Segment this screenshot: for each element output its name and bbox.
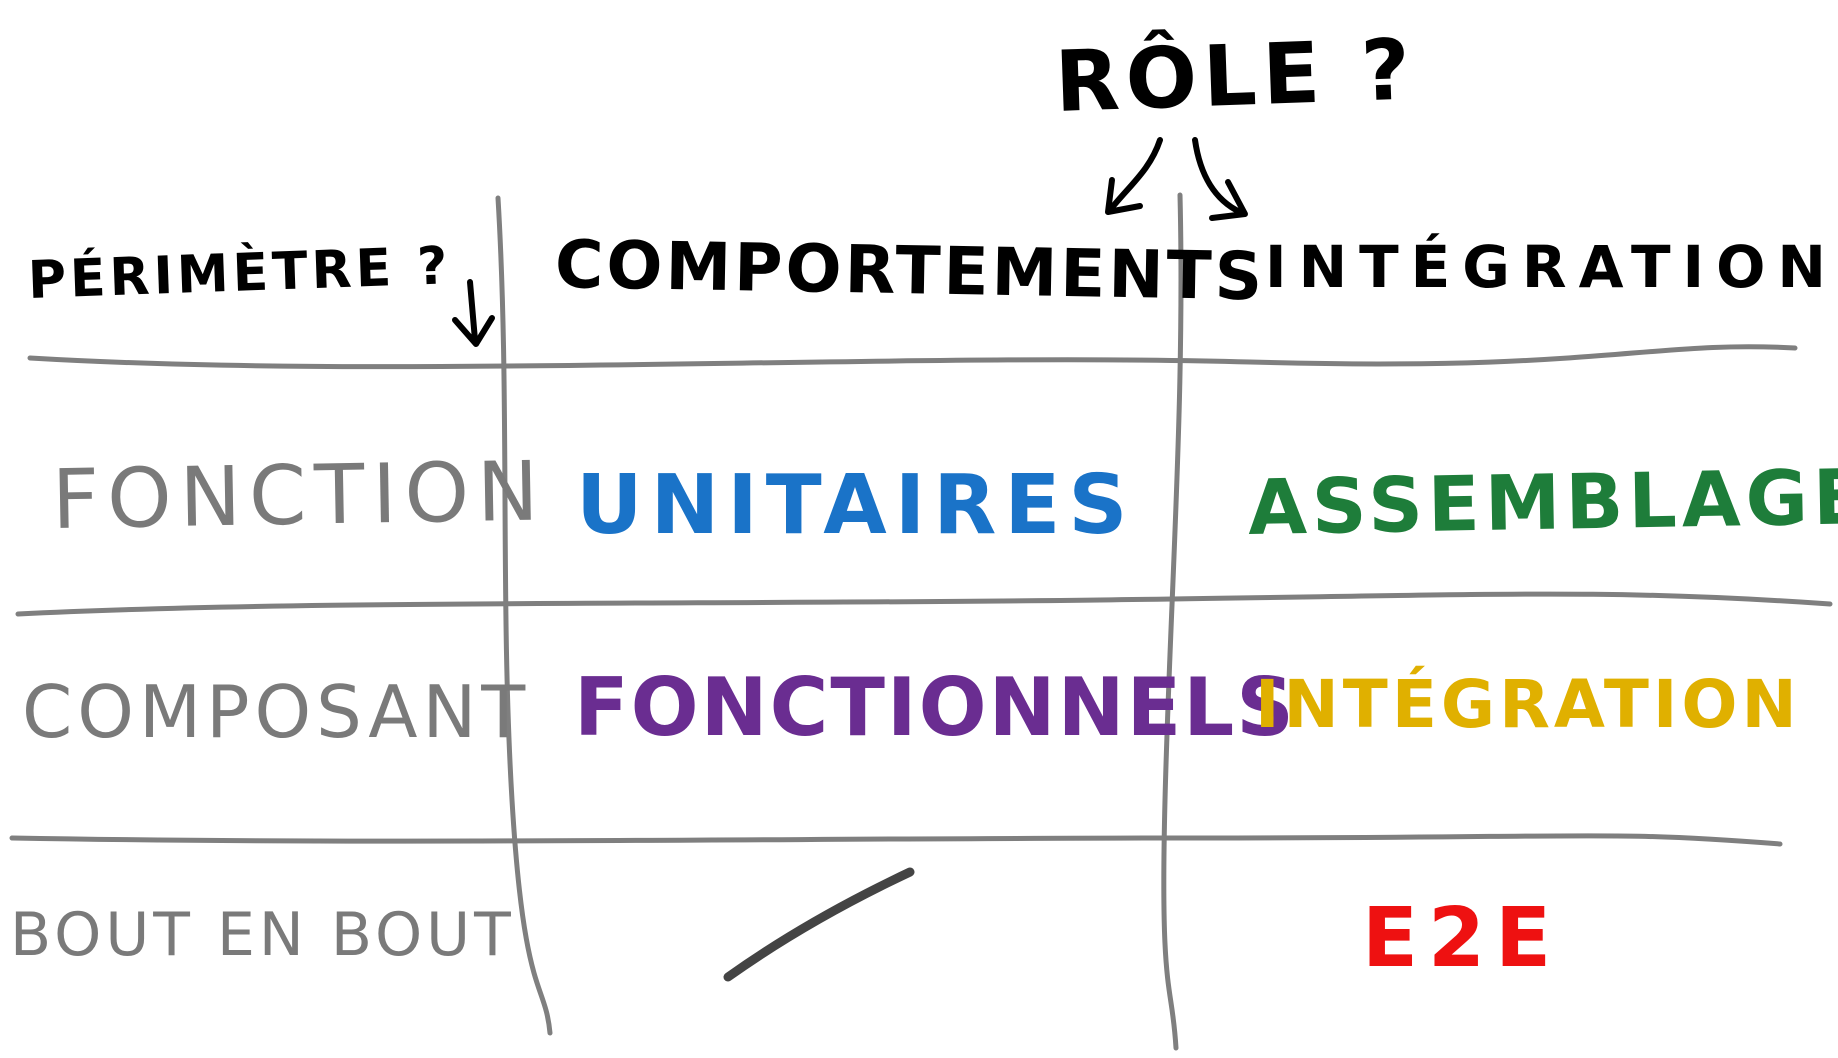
column-header-comportements: COMPORTEMENTS <box>554 226 1266 316</box>
row-label-composant: COMPOSANT <box>22 670 531 754</box>
row-label-bout-en-bout: BOUT EN BOUT <box>10 900 515 970</box>
arrow-left-icon <box>1107 137 1163 213</box>
cell-fonctionnels: FONCTIONNELS <box>574 661 1296 754</box>
arrow-down-icon <box>467 279 478 343</box>
grid-line-horizontal-2 <box>15 591 1833 617</box>
role-axis-title: RÔLE ? <box>1053 20 1418 131</box>
dash-slash-icon <box>723 867 915 982</box>
arrow-down-head <box>452 315 495 347</box>
grid <box>9 192 1833 1051</box>
perimeter-arrow <box>452 279 495 347</box>
cell-assemblage: ASSEMBLAGE <box>1247 452 1838 552</box>
grid-line-vertical-2 <box>1161 192 1184 1051</box>
grid-line-horizontal-1 <box>27 344 1798 370</box>
role-arrows <box>1105 137 1248 221</box>
cell-integration: INTÉGRATION <box>1255 666 1801 743</box>
arrow-right-icon <box>1192 137 1243 215</box>
row-label-fonction: FONCTION <box>51 444 548 548</box>
column-header-integration: INTÉGRATION <box>1265 233 1838 301</box>
perimeter-axis-title: PÉRIMÈTRE ? <box>26 236 453 311</box>
arrow-left-head <box>1105 177 1143 215</box>
cell-e2e: E2E <box>1362 891 1562 986</box>
arrow-right-head <box>1209 179 1248 221</box>
grid-line-vertical-1 <box>495 195 553 1036</box>
cell-unitaires: UNITAIRES <box>576 458 1136 553</box>
grid-line-horizontal-3 <box>9 833 1783 847</box>
